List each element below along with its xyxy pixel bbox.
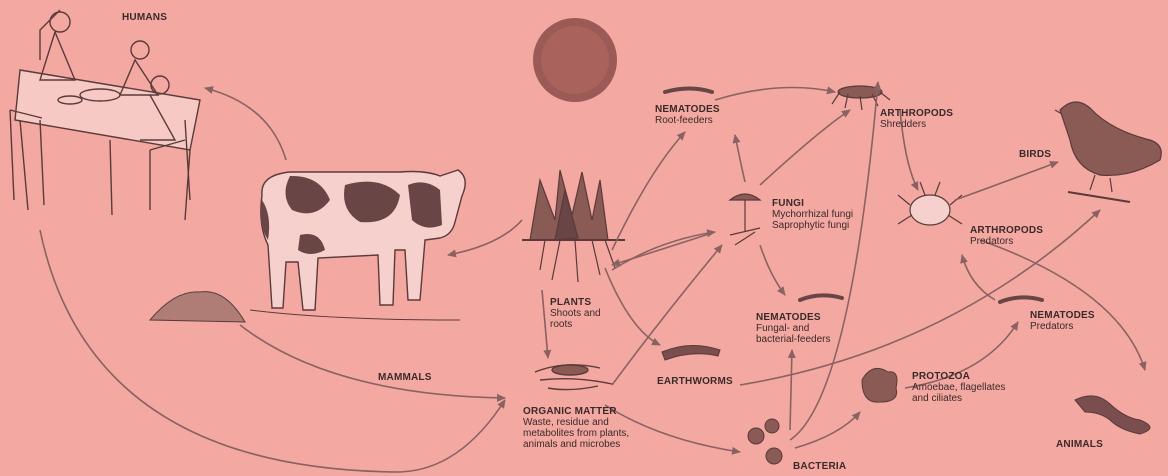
nematodes-root-subtitle: Root-feeders — [655, 115, 720, 126]
label-arthropods-shredders: ARTHROPODS Shredders — [880, 108, 953, 130]
label-organic-matter: ORGANIC MATTER Waste, residue and metabo… — [523, 406, 629, 450]
nematode-root-illustration — [665, 89, 712, 93]
label-nematodes-root-feeders: NEMATODES Root-feeders — [655, 104, 720, 126]
label-protozoa: PROTOZOA Amoebae, flagellates and ciliat… — [912, 371, 1005, 404]
nematodes-fungal-title: NEMATODES — [756, 312, 830, 323]
organic-matter-subtitle-line: Waste, residue and — [523, 417, 629, 428]
label-birds: BIRDS — [1019, 149, 1051, 160]
nematode-predator-illustration — [1000, 297, 1042, 302]
label-fungi: FUNGI Mychorrhizal fungi Saprophytic fun… — [772, 198, 853, 231]
protozoa-title: PROTOZOA — [912, 371, 1005, 382]
protozoa-illustration — [862, 368, 897, 402]
bacteria-title: BACTERIA — [793, 461, 846, 472]
earthworms-title: EARTHWORMS — [657, 376, 733, 387]
arthropods-shredders-title: ARTHROPODS — [880, 108, 953, 119]
arthropods-shredders-subtitle: Shredders — [880, 119, 953, 130]
label-bacteria: BACTERIA — [793, 461, 846, 472]
label-nematodes-predators: NEMATODES Predators — [1030, 310, 1095, 332]
label-animals: ANIMALS — [1056, 439, 1103, 450]
bacteria-illustration — [748, 419, 782, 464]
protozoa-subtitle-line: Amoebae, flagellates — [912, 382, 1005, 393]
plants-title: PLANTS — [550, 297, 601, 308]
plants-subtitle-line: roots — [550, 319, 601, 330]
fungi-subtitle-line: Saprophytic fungi — [772, 220, 853, 231]
organic-matter-title: ORGANIC MATTER — [523, 406, 629, 417]
mammals-title: MAMMALS — [378, 372, 432, 383]
fungi-illustration — [730, 194, 760, 245]
humans-title: HUMANS — [122, 12, 167, 23]
cow-illustration — [250, 170, 465, 320]
label-humans: HUMANS — [122, 12, 167, 23]
protozoa-subtitle-line: and ciliates — [912, 393, 1005, 404]
birds-title: BIRDS — [1019, 149, 1051, 160]
plants-illustration — [522, 170, 625, 282]
fungi-title: FUNGI — [772, 198, 853, 209]
label-mammals: MAMMALS — [378, 372, 432, 383]
nematodes-predators-title: NEMATODES — [1030, 310, 1095, 321]
label-plants: PLANTS Shoots and roots — [550, 297, 601, 330]
fungi-subtitle-line: Mychorrhizal fungi — [772, 209, 853, 220]
plants-subtitle-line: Shoots and — [550, 308, 601, 319]
nematodes-fungal-subtitle-line: bacterial-feeders — [756, 334, 830, 345]
bird-illustration — [1055, 102, 1161, 202]
animal-salamander-illustration — [1075, 396, 1150, 434]
arthropods-predators-title: ARTHROPODS — [970, 225, 1043, 236]
arthropods-predators-subtitle: Predators — [970, 236, 1043, 247]
organic-matter-subtitle-line: metabolites from plants, — [523, 428, 629, 439]
arthropod-shredder-illustration — [832, 86, 890, 110]
organic-matter-illustration — [535, 365, 612, 390]
humans-illustration — [10, 10, 200, 220]
label-arthropods-predators: ARTHROPODS Predators — [970, 225, 1043, 247]
animals-title: ANIMALS — [1056, 439, 1103, 450]
earthworm-illustration — [662, 345, 720, 360]
litter-pile-illustration — [150, 292, 245, 322]
nematodes-fungal-subtitle-line: Fungal- and — [756, 323, 830, 334]
arthropod-predator-illustration — [898, 182, 962, 225]
nematode-fungal-illustration — [800, 295, 842, 300]
nematodes-predators-subtitle: Predators — [1030, 321, 1095, 332]
label-nematodes-fungal-feeders: NEMATODES Fungal- and bacterial-feeders — [756, 312, 830, 345]
label-earthworms: EARTHWORMS — [657, 376, 733, 387]
sun-icon — [533, 18, 617, 102]
organic-matter-subtitle-line: animals and microbes — [523, 439, 629, 450]
nematodes-root-title: NEMATODES — [655, 104, 720, 115]
